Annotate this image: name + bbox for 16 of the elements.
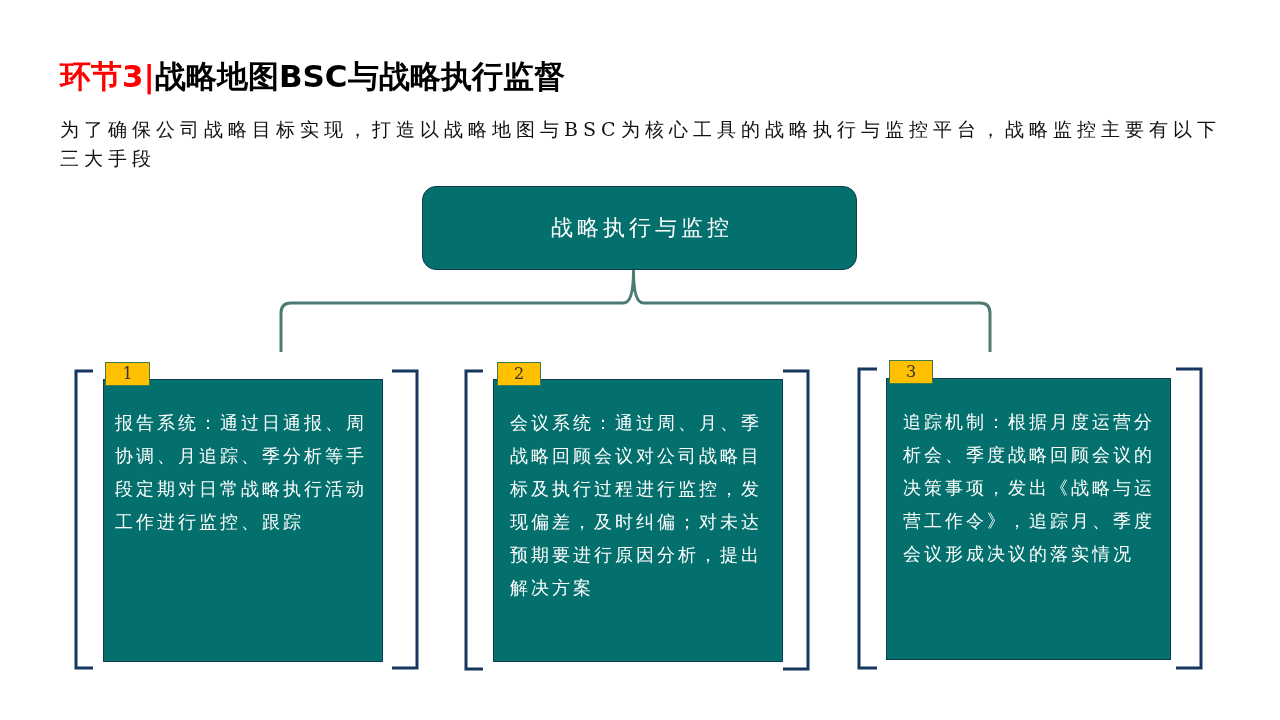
page-title: 环节3|战略地图BSC与战略执行监督	[60, 58, 565, 94]
method-card	[886, 378, 1171, 660]
method-card	[103, 379, 383, 662]
number-badge	[105, 362, 150, 386]
method-text: 追踪机制：根据月度运营分析会、季度战略回顾会议的决策事项，发出《战略与运营工作令》，追踪月、季度会议形成决议的落实情况	[903, 410, 1156, 566]
method-text: 会议系统：通过周、月、季战略回顾会议对公司战略目标及执行过程进行监控，发现偏差，及时纠偏；对未达预期要进行原因分析，提出解决方案	[510, 411, 763, 600]
number-badge	[889, 360, 933, 384]
method-text: 报告系统：通过日通报、周协调、月追踪、季分析等手段定期对日常战略执行活动工作进行监控、跟踪	[115, 411, 368, 534]
topic-box	[422, 186, 857, 270]
topic-text: 战略执行与监控	[550, 214, 733, 242]
step-number: 2	[513, 364, 525, 384]
step-number: 1	[122, 364, 133, 384]
number-badge	[497, 362, 541, 386]
intro-text: 为了确保公司战略目标实现，打造以战略地图与BSC为核心工具的战略执行与监控平台，战略监控主要有以下三大手段	[60, 117, 1222, 171]
method-card	[493, 379, 783, 662]
step-number: 3	[905, 362, 917, 382]
